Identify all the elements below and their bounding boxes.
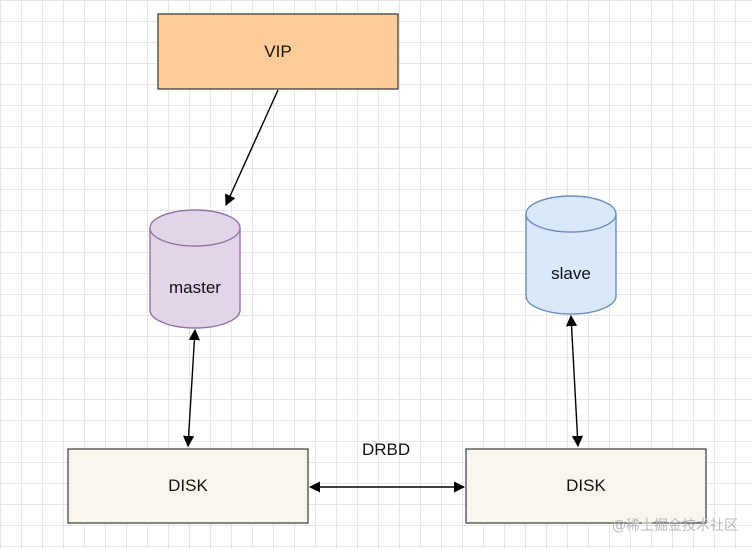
master-cylinder[interactable] [149,209,241,329]
vip-to-master-arrow [225,89,279,207]
master-disk-arrow [183,328,200,448]
slave-label: slave [551,264,591,283]
vip-label: VIP [264,41,292,61]
drbd-label: DRBD [362,440,411,459]
slave-disk-arrow [565,314,584,448]
disk-left-box[interactable] [67,448,309,524]
watermark-text: @稀土掘金技术社区 [612,518,738,534]
disk-right-label: DISK [566,476,606,495]
disk-left-label: DISK [168,476,208,495]
master-label: master [169,278,221,297]
vip-box[interactable] [157,13,399,90]
slave-cylinder[interactable] [525,195,617,315]
disk-right-box[interactable] [465,448,707,524]
